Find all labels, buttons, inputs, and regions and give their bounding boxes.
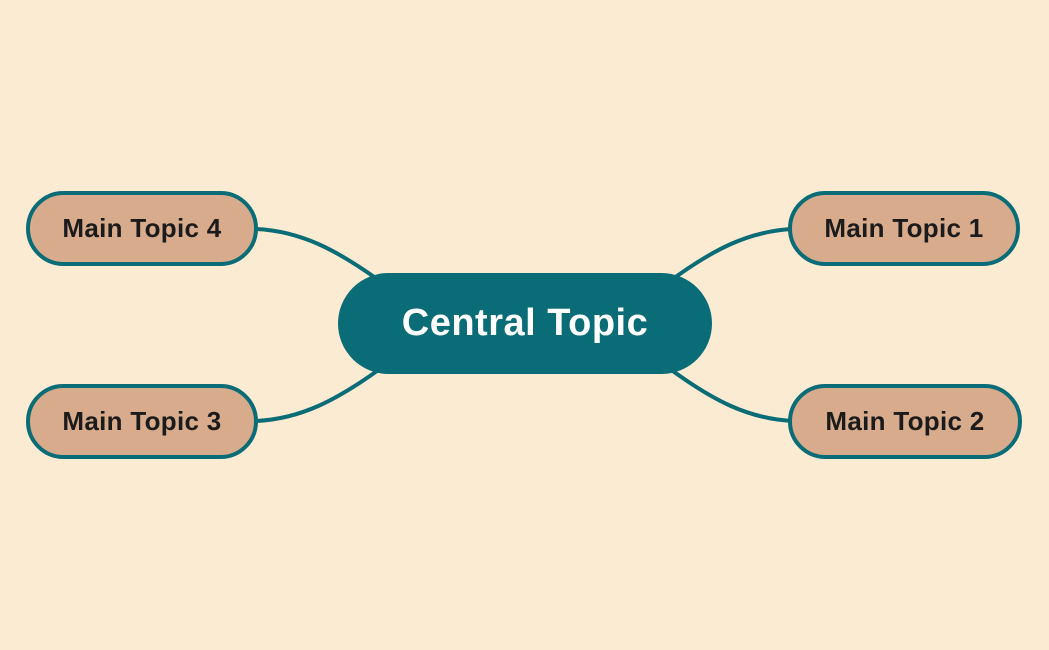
- connector-top-left: [254, 227, 386, 286]
- main-topic-3-label: Main Topic 3: [62, 406, 222, 436]
- main-topic-3-node[interactable]: Main Topic 3: [26, 384, 258, 459]
- main-topic-4-label: Main Topic 4: [62, 213, 222, 243]
- main-topic-4-node[interactable]: Main Topic 4: [26, 191, 258, 266]
- main-topic-2-node[interactable]: Main Topic 2: [788, 384, 1022, 459]
- connector-bottom-left: [254, 364, 386, 423]
- central-topic-label: Central Topic: [401, 302, 649, 344]
- central-topic-node[interactable]: Central Topic: [338, 273, 712, 374]
- connector-top-right: [664, 227, 795, 286]
- main-topic-1-label: Main Topic 1: [824, 213, 984, 243]
- main-topic-2-label: Main Topic 2: [825, 406, 985, 436]
- connector-bottom-right: [664, 364, 795, 423]
- main-topic-1-node[interactable]: Main Topic 1: [788, 191, 1020, 266]
